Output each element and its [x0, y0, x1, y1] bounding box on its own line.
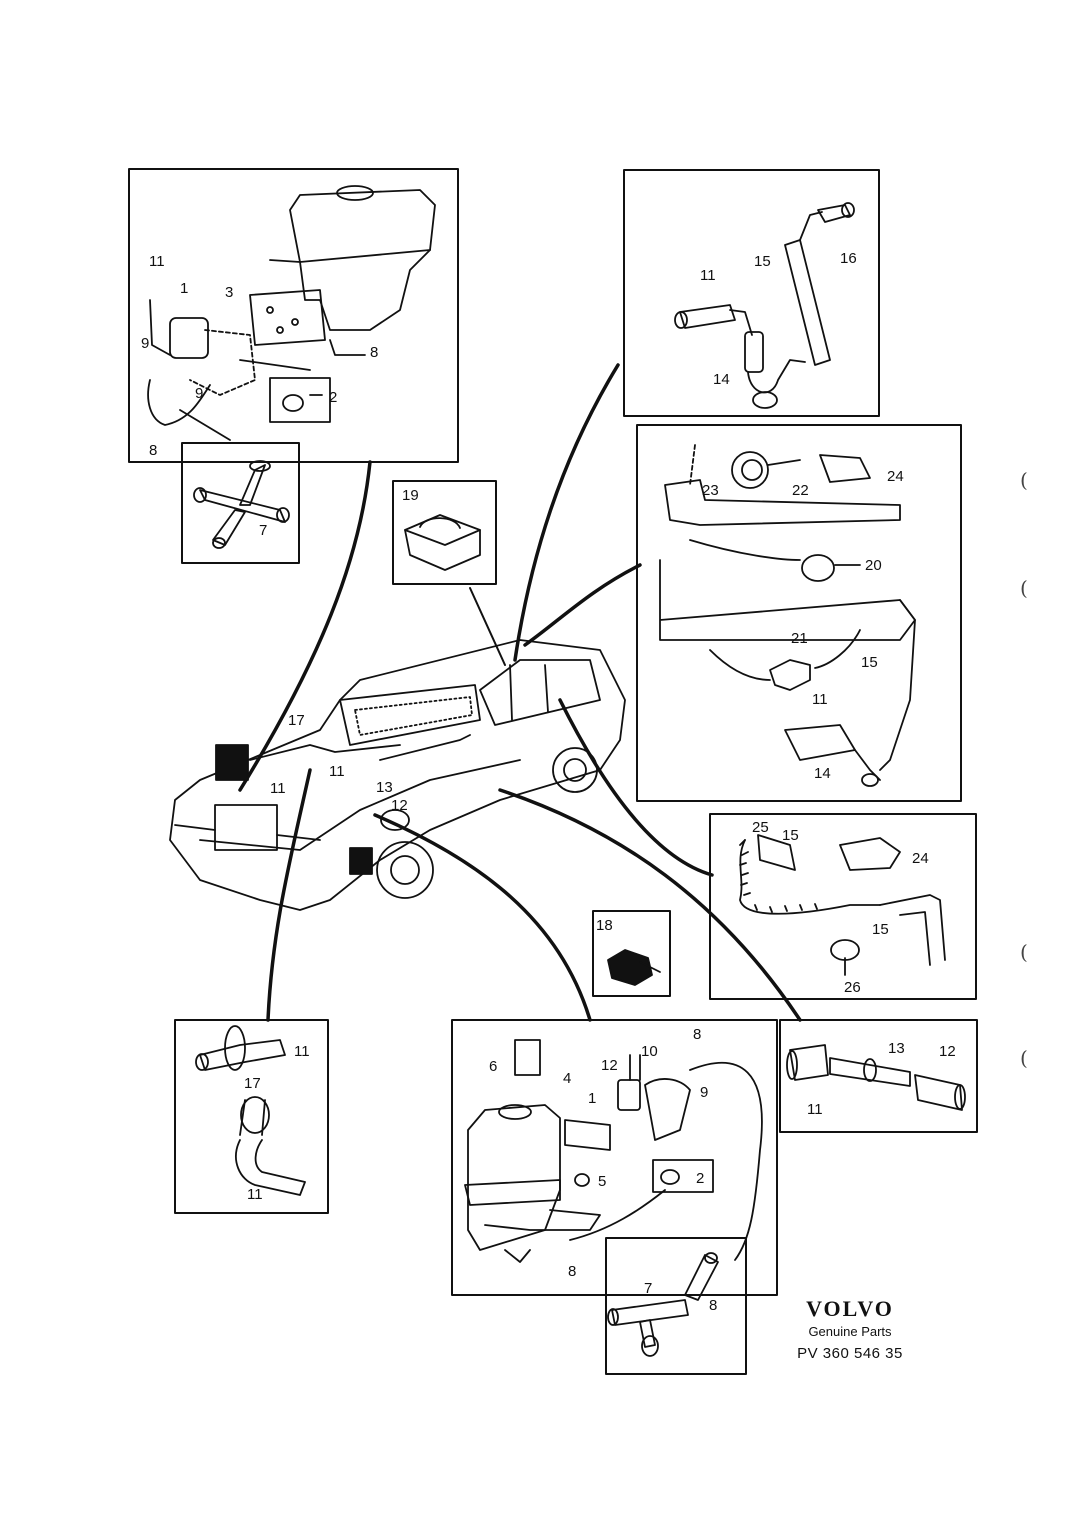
callout-label: 5 — [598, 1173, 606, 1190]
panel-clip — [392, 480, 497, 585]
margin-mark: ( — [1020, 940, 1028, 964]
callout-label: 24 — [887, 468, 904, 485]
panel-t-connector-bottom — [605, 1237, 747, 1375]
panel-grommet — [174, 1019, 329, 1214]
panel-cap — [592, 910, 671, 997]
callout-label: 11 — [247, 1186, 263, 1203]
brand-subtitle: Genuine Parts — [808, 1324, 892, 1339]
callout-label: 14 — [814, 765, 831, 782]
callout-label: 6 — [489, 1058, 497, 1075]
callout-label: 1 — [180, 280, 188, 297]
panel-nozzle-hose — [623, 169, 880, 417]
callout-label: 25 — [752, 819, 769, 836]
callout-label: 10 — [641, 1043, 658, 1060]
callout-label: 11 — [294, 1043, 310, 1060]
margin-mark: ( — [1020, 576, 1028, 600]
panel-hose-connector — [779, 1019, 978, 1133]
callout-label: 13 — [376, 779, 393, 796]
callout-label: 20 — [865, 557, 882, 574]
callout-label: 8 — [709, 1297, 717, 1314]
callout-label: 11 — [700, 267, 716, 284]
callout-label: 14 — [713, 371, 730, 388]
callout-label: 15 — [782, 827, 799, 844]
panel-coiled-hose — [709, 813, 977, 1000]
panel-reservoir-bracket — [451, 1019, 778, 1296]
margin-mark: ( — [1020, 468, 1028, 492]
callout-label: 2 — [329, 389, 337, 406]
panel-reservoir-pump — [128, 168, 459, 463]
leader-lines — [238, 363, 802, 1022]
volvo-logo: VOLVO — [806, 1296, 894, 1321]
margin-mark: ( — [1020, 1046, 1028, 1070]
panel-t-connector — [181, 442, 300, 564]
callout-label: 9 — [700, 1084, 708, 1101]
callout-label: 8 — [693, 1026, 701, 1043]
callout-label: 16 — [840, 250, 857, 267]
callout-label: 11 — [812, 691, 828, 708]
callout-label: 7 — [644, 1280, 652, 1297]
panel-rear-washer — [636, 424, 962, 802]
callout-label: 22 — [792, 482, 809, 499]
callout-label: 7 — [259, 522, 267, 539]
callout-labels: 11 1 3 9 9 8 8 2 7 19 11 15 16 14 23 24 … — [141, 250, 956, 1314]
callout-label: 15 — [754, 253, 771, 270]
brand-block: VOLVO Genuine Parts PV 360 546 35 — [790, 1296, 910, 1362]
callout-label: 3 — [225, 284, 233, 301]
callout-label: 2 — [696, 1170, 704, 1187]
callout-label: 9 — [141, 335, 149, 352]
callout-label: 12 — [601, 1057, 618, 1074]
callout-label: 21 — [791, 630, 808, 647]
callout-label: 19 — [402, 487, 419, 504]
callout-label: 18 — [596, 917, 613, 934]
callout-label: 26 — [844, 979, 861, 996]
callout-label: 15 — [872, 921, 889, 938]
car-illustration — [169, 639, 626, 911]
callout-label: 11 — [807, 1101, 823, 1118]
callout-label: 13 — [888, 1040, 905, 1057]
callout-label: 12 — [391, 797, 408, 814]
callout-label: 8 — [370, 344, 378, 361]
callout-label: 17 — [244, 1075, 261, 1092]
callout-label: 24 — [912, 850, 929, 867]
callout-label: 9 — [195, 385, 203, 402]
part-code: PV 360 546 35 — [797, 1345, 903, 1362]
callout-label: 15 — [861, 654, 878, 671]
callout-label: 1 — [588, 1090, 596, 1107]
callout-label: 11 — [270, 780, 286, 797]
callout-label: 11 — [149, 253, 165, 270]
callout-label: 17 — [288, 712, 305, 729]
callout-label: 23 — [702, 482, 719, 499]
callout-label: 8 — [149, 442, 157, 459]
callout-label: 4 — [563, 1070, 571, 1087]
callout-label: 11 — [329, 763, 345, 780]
callout-label: 12 — [939, 1043, 956, 1060]
callout-label: 8 — [568, 1263, 576, 1280]
